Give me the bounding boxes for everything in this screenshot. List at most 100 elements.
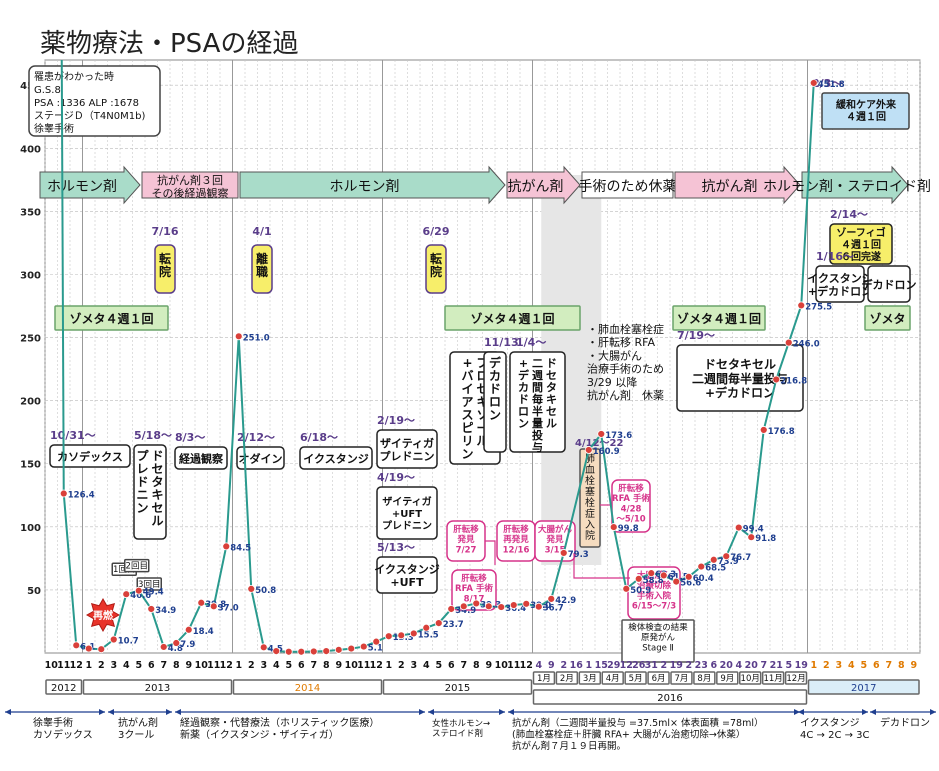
drug-box-label: 経過観察 — [179, 451, 224, 465]
diagnosis-line: 徐睾手術 — [34, 122, 74, 135]
drug-box — [815, 265, 865, 303]
x-tick-label: 16 — [570, 660, 584, 671]
x-tick-label: 8 — [473, 660, 480, 671]
drug-box-label: ドセタキセル二週間毎半量投与+デカドロン — [518, 357, 557, 454]
vertical-char: リ — [461, 434, 473, 448]
bottom-note: 徐睾手術カソデックス — [33, 716, 93, 741]
x-tick-label: 8 — [173, 660, 180, 671]
vertical-char: ン — [489, 408, 501, 422]
psa-point-label: 36.4 — [505, 604, 526, 614]
drug-box-label: ザイティガプレドニン — [380, 436, 435, 463]
y-tick-label: 50 — [27, 586, 41, 597]
vertical-char: キ — [151, 488, 163, 502]
bottom-note: 経過観察・代替療法（ホリスティック医療）新薬（イクスタンジ・ザイティガ） — [180, 716, 379, 741]
x-tick-label: 9 — [485, 660, 492, 671]
drug-box — [509, 351, 566, 453]
course-label: 2回目 — [126, 562, 148, 572]
x-tick-label: 3 — [110, 660, 117, 671]
x-tick-label: 12 — [520, 660, 533, 671]
psa-point — [484, 602, 493, 611]
x-tick-label: 11 — [507, 660, 520, 671]
psa-point — [422, 623, 431, 632]
period-arrow-right — [99, 709, 105, 715]
x-tick-label: 11 — [57, 660, 70, 671]
drug-box — [376, 486, 438, 540]
event-date: 6/29 — [423, 225, 450, 238]
sub-month-label: 4月 — [606, 674, 620, 684]
care-date: 2/3～ — [812, 77, 842, 90]
care-box-text: 緩和ケア外来４週１回 — [836, 98, 897, 123]
psa-point-label: 42.9 — [555, 596, 576, 606]
psa-line-start — [60, 59, 65, 494]
psa-point — [797, 301, 806, 310]
psa-point-label: 36.7 — [543, 604, 564, 614]
drug-box — [236, 446, 285, 470]
x-tick-label: 2 — [248, 660, 255, 671]
event-label: 転院 — [430, 251, 442, 279]
psa-point-label: 99.4 — [743, 525, 764, 535]
x-tick-label: 12 — [220, 660, 233, 671]
x-tick-label: 4 — [273, 660, 280, 671]
psa-point-label: 10.7 — [118, 636, 139, 646]
x-tick-label: 5 — [135, 660, 142, 671]
zometa-label: ゾメタ４週１回 — [677, 311, 761, 326]
psa-point — [347, 644, 356, 653]
psa-point-label: 73.9 — [718, 557, 739, 567]
x-tick-label: 7 — [460, 660, 467, 671]
pink-connector — [485, 540, 496, 565]
psa-point-label: 15.5 — [418, 630, 439, 640]
vertical-char: 毎 — [532, 392, 543, 406]
sub-month-box — [693, 671, 716, 685]
sub-month-box — [532, 671, 556, 685]
year-label: 2012 — [51, 683, 76, 694]
x-tick-label: 1 — [810, 660, 817, 671]
drug-box-label: デカドロン — [862, 277, 917, 291]
psa-point-label: 246.0 — [793, 340, 820, 350]
psa-point — [122, 590, 131, 599]
x-tick-label: 20 — [745, 660, 759, 671]
drug-box-label: イクスタンジ — [303, 452, 368, 465]
psa-point — [334, 645, 343, 654]
zometa-label: ゾメタ — [869, 311, 905, 326]
vertical-char: ル — [546, 417, 557, 430]
vertical-char: タ — [546, 381, 557, 394]
zometa-label: ゾメタ４週１回 — [69, 311, 153, 326]
sub-month-label: 9月 — [720, 674, 734, 684]
x-tick-label: 2 — [660, 660, 667, 671]
x-tick-label: 9 — [548, 660, 555, 671]
psa-point — [609, 523, 618, 531]
psa-point — [547, 594, 556, 603]
sub-month-box — [555, 671, 579, 685]
sub-month-box — [601, 671, 624, 685]
drug-box-label: イクスタンジ+デカドロン — [807, 272, 872, 298]
x-tick-label: 6 — [873, 660, 880, 671]
vertical-char: ド — [489, 382, 501, 396]
sub-month-label: 11月 — [763, 674, 782, 684]
bottom-note: 抗がん剤（二週間半量投与 =37.5ml× 体表面積 =78ml）(肺血栓塞栓症… — [512, 717, 763, 752]
y-tick-label: 350 — [20, 207, 41, 218]
psa-point — [97, 645, 106, 654]
psa-point-label: 60.4 — [693, 574, 714, 584]
vertical-char: ロ — [489, 395, 501, 409]
vertical-char: バ — [461, 369, 473, 383]
psa-point — [459, 602, 468, 611]
event-date: 7/16 — [152, 225, 179, 238]
drug-box-label: ドセタキセル二週間毎半量投与+デカドロン — [692, 357, 788, 400]
vertical-char: ド — [518, 393, 529, 406]
treatment-arrow-label: ホルモン剤 — [47, 179, 117, 195]
bottom-note: 女性ホルモン→ステロイド剤 — [432, 718, 490, 739]
x-tick-label: 4 — [848, 660, 855, 671]
year-label: 2013 — [145, 683, 170, 694]
drug-date: 6/18～ — [300, 431, 338, 444]
period-arrow-right — [930, 709, 936, 715]
psa-point — [409, 629, 418, 638]
psa-point-label: 18.4 — [193, 627, 214, 637]
vertical-char: カ — [518, 381, 529, 394]
drug-date: 4/19～ — [377, 471, 415, 484]
course-label: 3回目 — [138, 580, 160, 590]
